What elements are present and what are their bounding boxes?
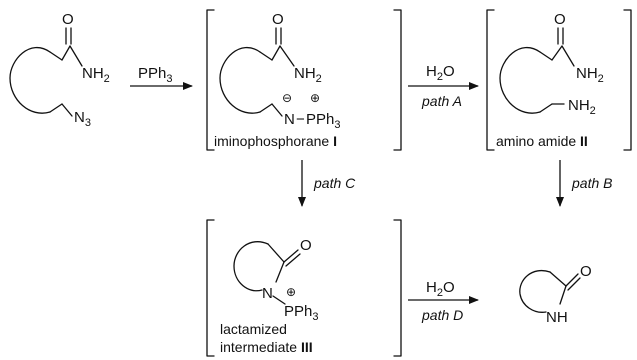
label-path-b: path B: [571, 175, 612, 191]
pph3-label: PPh3: [306, 111, 340, 131]
azido-amide: O NH2 N3: [9, 11, 110, 129]
azide-n3-label: N3: [74, 109, 91, 129]
oxygen-atom: O: [272, 11, 284, 28]
lactamized-intermediate-structure: O N ⊕ PPh3: [233, 237, 318, 323]
lactam-product: O NH: [519, 263, 592, 326]
iminophosphorane-structure: O NH2 ⊖ ⊕ N − PPh3: [219, 11, 340, 131]
amino-amide-structure: O NH2 NH2: [499, 11, 604, 117]
label-iminophosphorane: iminophosphorane I: [214, 133, 337, 149]
label-path-c: path C: [313, 175, 356, 191]
label-amino-amide: amino amide II: [496, 133, 588, 149]
oxygen-atom: O: [62, 11, 74, 28]
pph3-label: PPh3: [284, 303, 318, 323]
label-path-a: path A: [421, 93, 462, 109]
pph3-reagent: PPh3: [138, 65, 172, 85]
lactam-nh-label: NH: [546, 309, 568, 326]
water-reagent-a: H2O: [426, 63, 455, 83]
label-intermediate: intermediate III: [220, 339, 313, 355]
amide-nh2-label: NH2: [294, 65, 322, 85]
minus-charge: ⊖: [282, 91, 292, 105]
bond-dash: −: [296, 111, 305, 128]
bracket-right-II: [623, 9, 632, 151]
amine-nh2-label: NH2: [568, 97, 596, 117]
nitrogen-atom: N: [284, 111, 295, 128]
bracket-right-III: [393, 219, 402, 357]
water-reagent-d: H2O: [426, 279, 455, 299]
oxygen-atom: O: [300, 237, 312, 254]
amide-nh2-label: NH2: [82, 65, 110, 85]
bracket-left-II: [486, 9, 495, 151]
oxygen-atom: O: [580, 263, 592, 280]
bracket-left-III: [206, 219, 215, 357]
nitrogen-atom: N: [262, 285, 273, 302]
bracket-left-I: [206, 9, 215, 151]
amide-nh2-label: NH2: [576, 65, 604, 85]
oxygen-atom: O: [554, 11, 566, 28]
label-path-d: path D: [421, 307, 463, 323]
plus-charge: ⊕: [310, 91, 320, 105]
plus-charge: ⊕: [286, 285, 296, 299]
label-lactamized: lactamized: [220, 321, 287, 337]
bracket-right-I: [393, 9, 402, 151]
